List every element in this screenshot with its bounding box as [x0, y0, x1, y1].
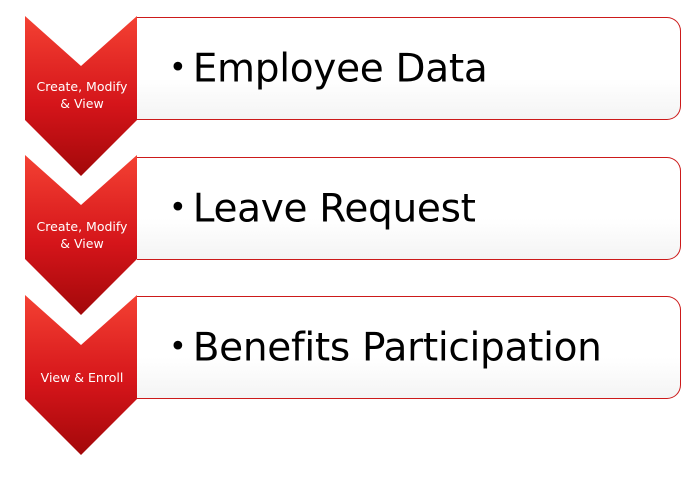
step-1-label: Create, Modify & View — [36, 79, 128, 111]
step-1-item: • Employee Data — [169, 46, 488, 91]
step-2-label: Create, Modify & View — [36, 219, 128, 251]
step-3-panel: • Benefits Participation — [137, 296, 681, 399]
step-3-item: • Benefits Participation — [169, 328, 602, 367]
chevron-arrow-shape — [25, 155, 137, 315]
step-3-label: View & Enroll — [40, 370, 124, 385]
step-2-item-text: Leave Request — [192, 186, 476, 231]
step-3-chevron: View & Enroll — [0, 295, 140, 455]
step-2-panel: • Leave Request — [137, 157, 681, 260]
step-2-item: • Leave Request — [169, 189, 476, 228]
step-1-item-text: Employee Data — [192, 46, 488, 91]
step-3-item-text: Benefits Participation — [192, 325, 602, 370]
bullet-icon: • — [169, 50, 187, 86]
step-2-chevron: Create, Modify & View — [0, 155, 140, 315]
step-1-chevron: Create, Modify & View — [0, 16, 140, 176]
bullet-icon: • — [169, 190, 187, 226]
chevron-arrow-shape — [25, 295, 137, 455]
bullet-icon: • — [169, 329, 187, 365]
step-1-panel: • Employee Data — [137, 17, 681, 120]
chevron-arrow-shape — [25, 16, 137, 176]
